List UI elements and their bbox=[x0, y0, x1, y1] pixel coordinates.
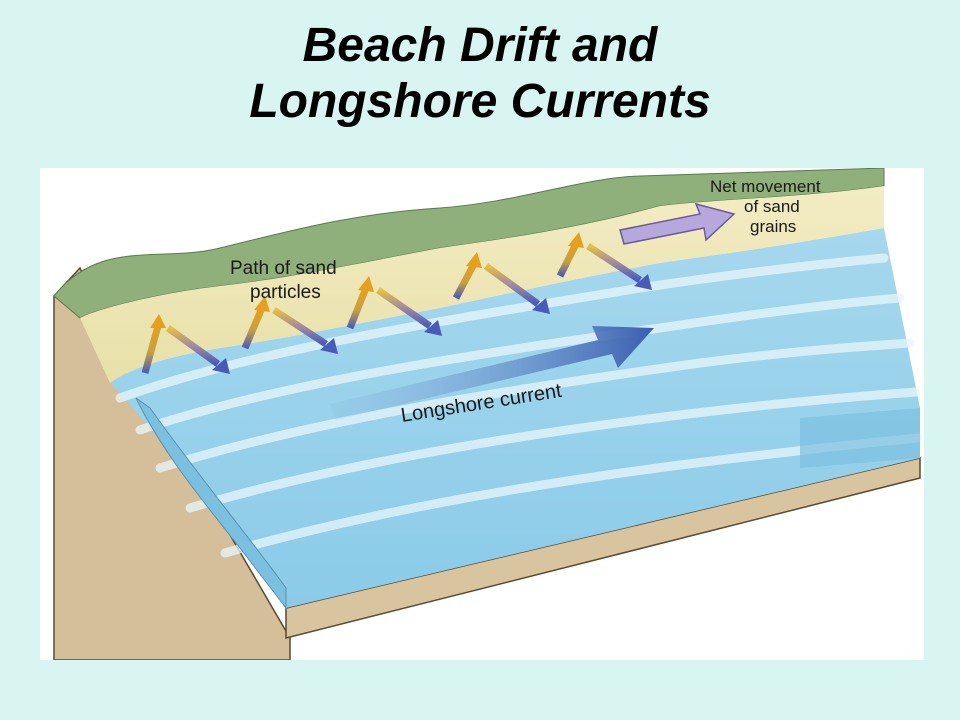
sand-path-arrow-down bbox=[483, 263, 550, 314]
sand-path-arrow-up bbox=[241, 296, 270, 350]
vegetation-dunes bbox=[53, 168, 885, 319]
net-movement-arrow bbox=[619, 202, 736, 245]
beach bbox=[80, 186, 884, 383]
diagram-svg: Path of sand particles Net movement of s… bbox=[53, 168, 923, 660]
longshore-current-arrow bbox=[330, 326, 654, 420]
water-cross-section bbox=[135, 397, 287, 610]
sand-path-arrow-down bbox=[376, 287, 442, 336]
sand-path-arrow-up bbox=[452, 252, 482, 300]
sand-path-arrow-down bbox=[586, 243, 652, 290]
water-cross-section-right bbox=[800, 408, 920, 468]
net-movement-label-line-2: of sand bbox=[744, 197, 800, 216]
path-of-sand-label-line-2: particles bbox=[250, 282, 321, 303]
sand-path-arrow-up bbox=[556, 232, 584, 278]
page-title: Beach Drift and Longshore Currents bbox=[0, 18, 960, 130]
title-line-2: Longshore Currents bbox=[249, 75, 711, 128]
sand-path-arrow-down bbox=[165, 325, 230, 374]
net-movement-label-line-3: grains bbox=[750, 217, 796, 236]
beach-drift-diagram: Path of sand particles Net movement of s… bbox=[40, 168, 924, 660]
sand-path-arrow-down bbox=[272, 307, 338, 354]
title-line-1: Beach Drift and bbox=[302, 19, 658, 72]
net-movement-label-line-1: Net movement bbox=[710, 177, 821, 196]
sand-path-arrow-up bbox=[346, 276, 374, 330]
sand-particle-paths bbox=[141, 232, 652, 374]
path-of-sand-label-line-1: Path of sand bbox=[230, 258, 337, 279]
bottom-cross-section bbox=[285, 457, 921, 639]
sand-path-arrow-up bbox=[141, 314, 166, 374]
